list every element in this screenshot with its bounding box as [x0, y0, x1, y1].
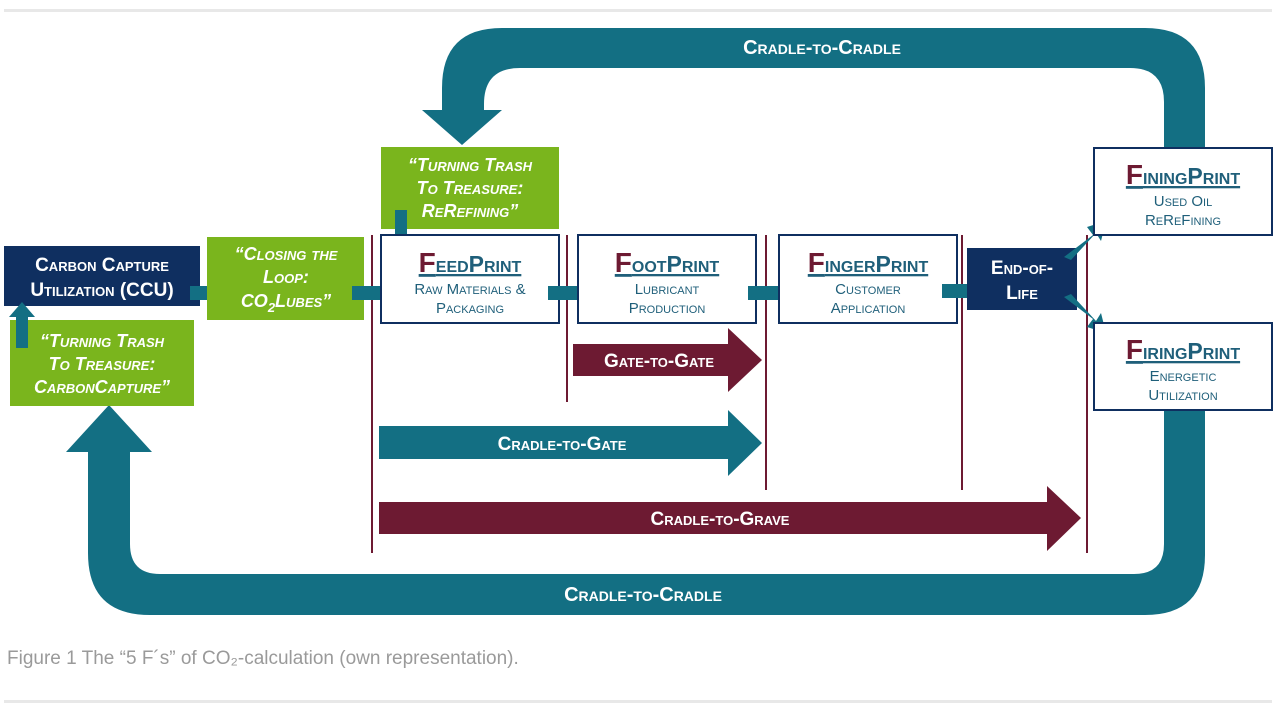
gate-to-gate-label: Gate-to-Gate	[604, 351, 714, 372]
carbon-quote-line2: To Treasure:	[49, 354, 156, 374]
carbon-quote-line1: “Turning Trash	[40, 331, 165, 351]
closing-line2: Loop:	[263, 267, 309, 287]
feedprint-sub2: Packaging	[436, 300, 504, 317]
cradle-to-cradle-bottom-label: Cradle-to-Cradle	[564, 584, 722, 606]
end-of-life-box	[967, 248, 1077, 310]
finingprint-sub2: ReReFining	[1145, 212, 1221, 229]
closing-loop-box	[207, 237, 364, 320]
eol-line2: Life	[1006, 283, 1038, 304]
feedprint-sub1: Raw Materials &	[414, 281, 525, 298]
ccu-label-line2: Utilization (CCU)	[30, 280, 173, 301]
footprint-title: FootPrint	[615, 247, 720, 278]
closing-line3: CO2Lubes”	[241, 291, 331, 315]
gate-to-gate-arrow	[573, 328, 762, 392]
cradle-loop-bottom-arrow	[66, 405, 1205, 615]
top-divider	[4, 9, 1272, 12]
carbon-capture-up-arrow	[9, 302, 35, 348]
finingprint-sub1: Used Oil	[1154, 193, 1212, 210]
ccu-box	[4, 246, 200, 306]
feedprint-box	[380, 234, 560, 324]
ccu-label-line1: Carbon Capture	[35, 255, 169, 276]
carbon-capture-quote-box	[10, 320, 194, 406]
fingerprint-box	[778, 234, 958, 324]
fingerprint-title: FingerPrint	[808, 247, 929, 278]
finingprint-title: FiningPrint	[1126, 159, 1240, 190]
fingerprint-sub2: Application	[831, 300, 906, 317]
rerefine-quote-line3: ReRefining”	[422, 201, 518, 221]
cradle-to-gate-arrow	[379, 410, 762, 476]
eol-line1: End-of-	[991, 258, 1053, 279]
firingprint-sub1: Energetic	[1150, 368, 1217, 385]
cradle-to-grave-arrow	[379, 486, 1081, 551]
firingprint-sub2: Utilization	[1148, 387, 1217, 404]
footprint-box	[577, 234, 757, 324]
rerefine-quote-line2: To Treasure:	[417, 178, 524, 198]
figure-caption: Figure 1 The “5 F´s” of CO₂-calculation …	[7, 648, 519, 669]
footprint-sub2: Production	[629, 300, 706, 317]
footprint-sub1: Lubricant	[635, 281, 700, 298]
feedprint-title: FeedPrint	[419, 247, 522, 278]
firingprint-box	[1093, 322, 1273, 411]
rerefine-quote-line1: “Turning Trash	[408, 155, 533, 175]
fingerprint-sub1: Customer	[835, 281, 901, 298]
cradle-loop-top-arrow	[422, 28, 1205, 148]
firingprint-title: FiringPrint	[1126, 334, 1240, 365]
bottom-divider	[4, 700, 1272, 703]
finingprint-box	[1093, 147, 1273, 236]
closing-line1: “Closing the	[235, 244, 338, 264]
carbon-quote-line3: CarbonCapture”	[34, 377, 170, 397]
cradle-to-gate-label: Cradle-to-Gate	[498, 434, 627, 455]
five-fs-diagram: Cradle-to-Cradle Cradle-to-Cradle Gate-t…	[4, 28, 1273, 615]
cradle-to-grave-label: Cradle-to-Grave	[651, 509, 790, 530]
cradle-to-cradle-top-label: Cradle-to-Cradle	[743, 37, 901, 59]
rerefining-quote-box	[381, 147, 559, 229]
